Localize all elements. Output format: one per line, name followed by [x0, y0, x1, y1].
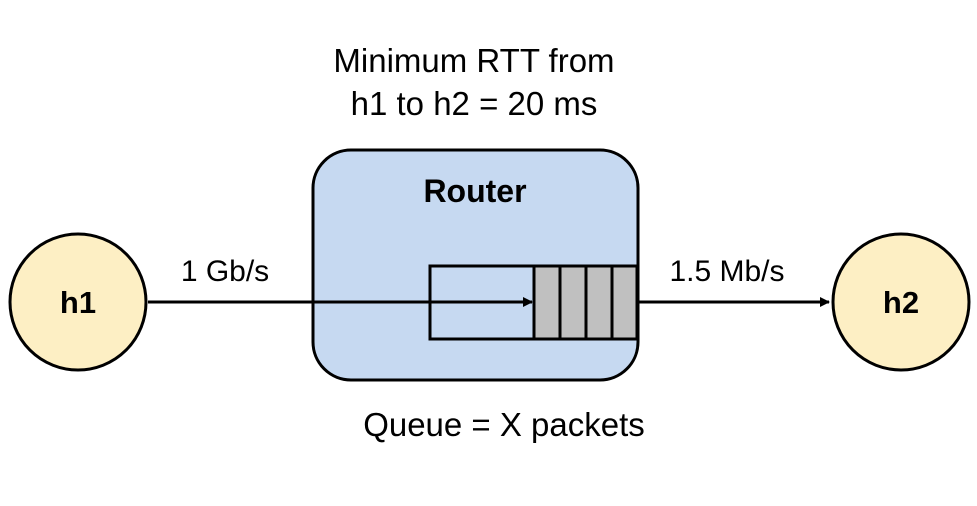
queue-packet	[558, 264, 588, 341]
queue-packet	[584, 264, 614, 341]
host-h1-label: h1	[60, 285, 96, 320]
queue-packet	[532, 264, 562, 341]
host-h2-label: h2	[883, 285, 919, 320]
host-h2-node	[831, 232, 971, 372]
rtt-caption-line1: Minimum RTT from	[333, 42, 614, 79]
rtt-caption-line2: h1 to h2 = 20 ms	[351, 85, 598, 122]
queue-packets	[532, 264, 639, 341]
queue-packet	[610, 264, 639, 341]
left-link-rate: 1 Gb/s	[181, 255, 269, 288]
router-label: Router	[423, 173, 526, 209]
right-link-rate: 1.5 Mb/s	[669, 255, 784, 288]
queue-label: Queue = X packets	[363, 406, 645, 443]
host-h1-node	[8, 232, 148, 372]
